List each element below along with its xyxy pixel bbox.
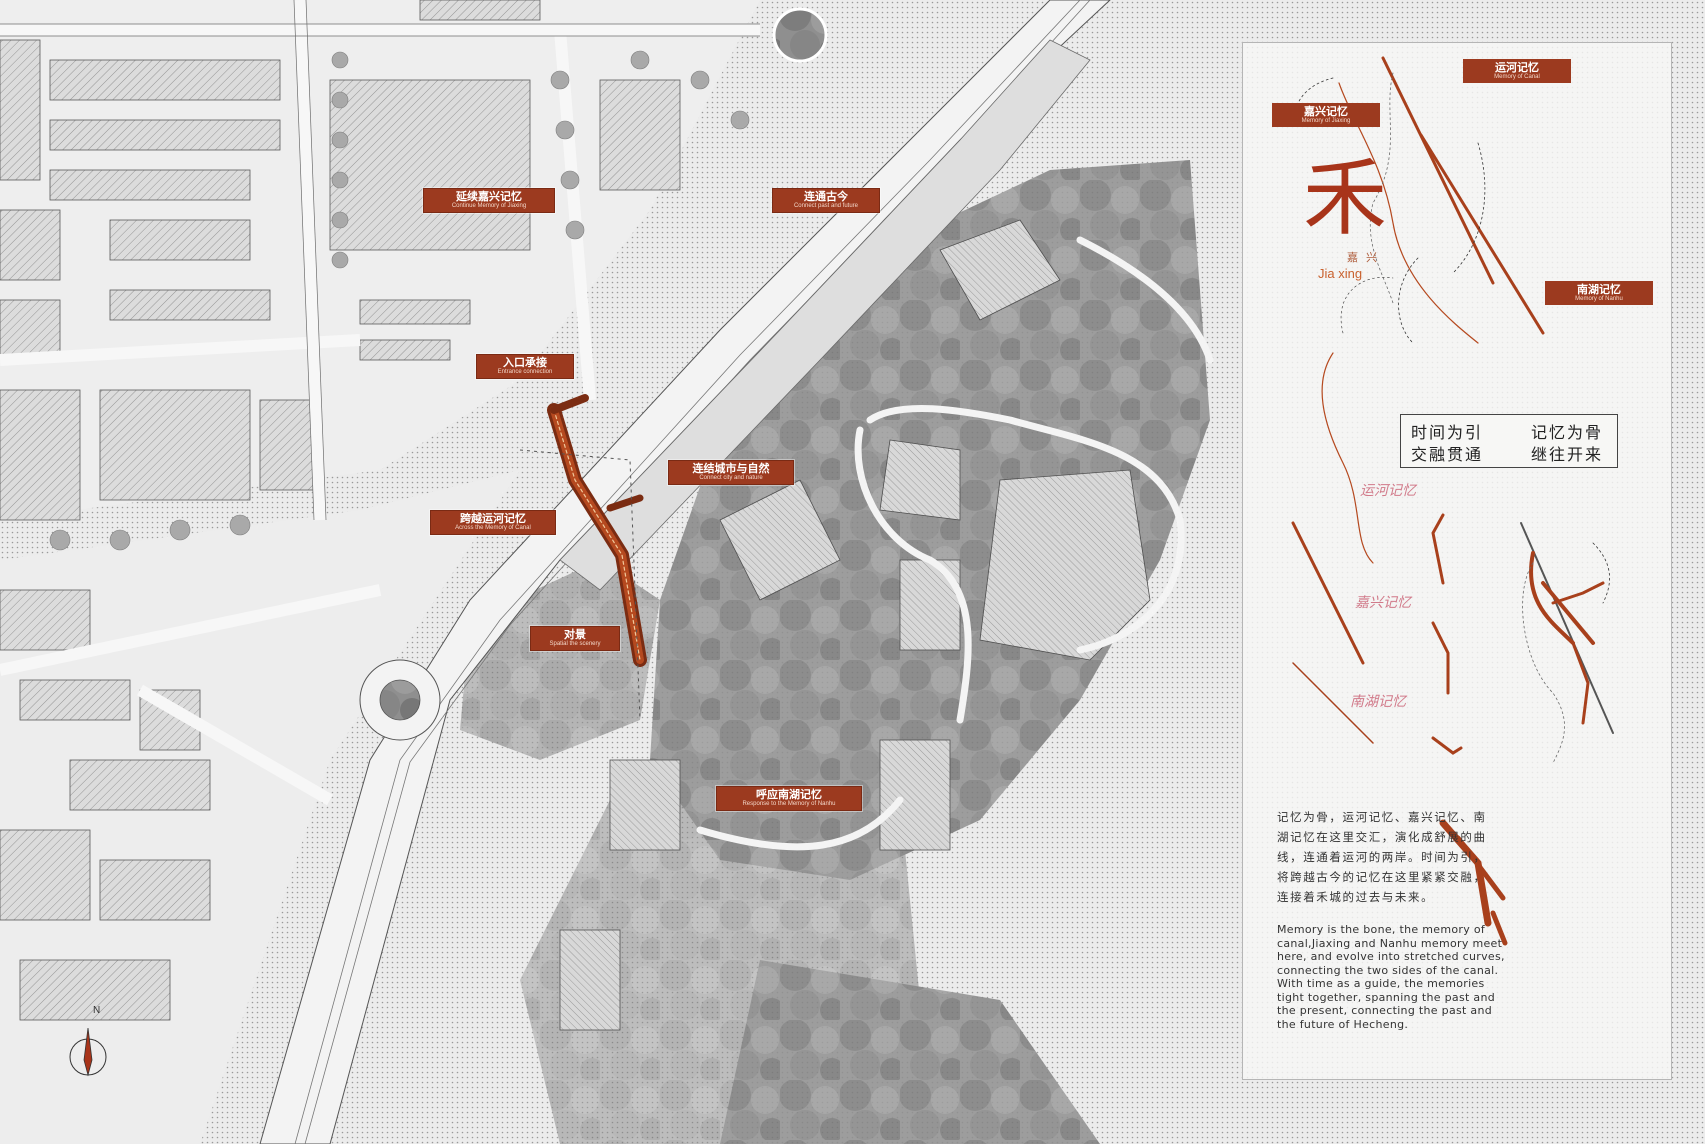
description-cn: 记忆为骨，运河记忆、嘉兴记忆、南湖记忆在这里交汇，演化成舒展的曲线，连通着运河的… [1277, 810, 1487, 904]
he-character: 禾 [1303, 149, 1388, 247]
tree-canopy [460, 160, 1210, 1144]
script-label-jiaxing: 嘉兴记忆 [1355, 595, 1411, 611]
slogan-box: 时间为引 记忆为骨 交融贯通 继往开来 [1400, 414, 1618, 468]
slogan-4: 继往开来 [1531, 445, 1604, 464]
script-label-canal: 运河记忆 [1360, 483, 1416, 499]
slogan-2: 记忆为骨 [1531, 423, 1604, 442]
compass-icon [69, 1027, 107, 1077]
slogan-3: 交融贯通 [1411, 445, 1484, 464]
description-en: Memory is the bone, the memory of canal,… [1277, 923, 1505, 1031]
buildings [0, 0, 681, 1021]
slogan-1: 时间为引 [1411, 423, 1484, 442]
compass-north-label: N [93, 1005, 100, 1016]
jiaxing-en: Jia xing [1318, 266, 1363, 281]
bridge [547, 394, 647, 667]
concept-diagram [1291, 56, 1614, 946]
jiaxing-cn: 嘉兴 [1347, 251, 1385, 264]
script-label-nanhu: 南湖记忆 [1350, 694, 1406, 710]
